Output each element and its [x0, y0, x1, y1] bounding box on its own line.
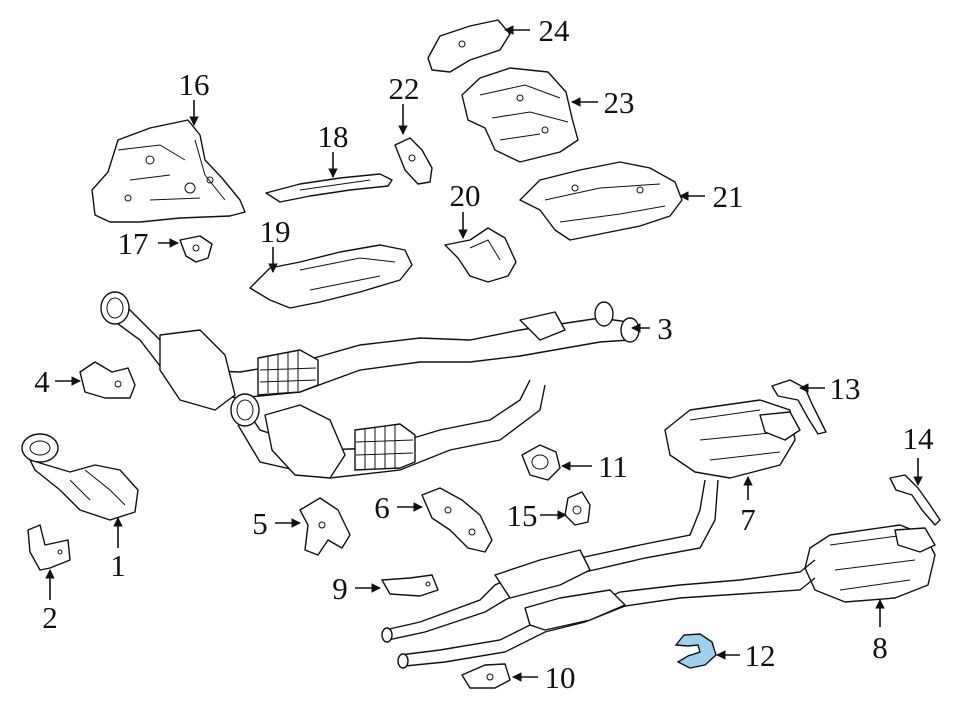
part-7-muffler[interactable]: [664, 399, 801, 479]
part-4-bracket[interactable]: [79, 361, 136, 399]
leader-lines: [45, 25, 923, 682]
rear-pipe-assembly[interactable]: [381, 479, 816, 669]
callout-2: 2: [42, 600, 58, 635]
callout-7: 7: [740, 502, 756, 537]
part-21-heat-shield[interactable]: [519, 161, 683, 241]
callout-22: 22: [389, 71, 420, 106]
part-14-hanger[interactable]: [889, 474, 941, 526]
callout-5: 5: [252, 506, 268, 541]
part-2-bracket[interactable]: [27, 524, 71, 571]
part-17-bracket[interactable]: [179, 235, 213, 263]
part-3-y-pipe[interactable]: [100, 291, 640, 479]
callout-24: 24: [539, 13, 571, 48]
callout-14: 14: [903, 421, 935, 456]
callout-15: 15: [507, 498, 538, 533]
callout-20: 20: [450, 178, 481, 213]
callout-6: 6: [374, 490, 390, 525]
part-22-bracket[interactable]: [394, 137, 433, 185]
callout-16: 16: [179, 67, 210, 102]
callout-12: 12: [745, 638, 776, 673]
callout-21: 21: [713, 179, 744, 214]
part-20-heat-shield[interactable]: [444, 227, 517, 283]
callout-1: 1: [110, 548, 126, 583]
part-23-heat-shield[interactable]: [461, 67, 579, 163]
callout-9: 9: [332, 571, 348, 606]
callout-19: 19: [260, 214, 291, 249]
part-15-rubber-mount[interactable]: [564, 491, 591, 526]
part-8-muffler[interactable]: [804, 524, 936, 603]
part-24-bracket[interactable]: [427, 19, 511, 73]
part-9-bracket[interactable]: [381, 574, 439, 597]
callout-13: 13: [830, 371, 861, 406]
part-6-bracket[interactable]: [421, 487, 493, 553]
callout-17: 17: [118, 226, 149, 261]
part-12-hanger[interactable]: [674, 633, 717, 669]
callout-10: 10: [545, 660, 576, 695]
part-19-heat-shield[interactable]: [249, 244, 413, 309]
part-5-bracket[interactable]: [299, 497, 351, 556]
callout-3: 3: [657, 311, 673, 346]
callout-4: 4: [34, 364, 50, 399]
part-10-hanger[interactable]: [461, 663, 511, 689]
callout-labels: 16 17 18 19 20 21 22 23 24 3 4 1 2 5 6 7…: [34, 13, 934, 695]
part-18-heat-shield[interactable]: [265, 173, 393, 203]
part-1-catalytic-converter[interactable]: [21, 433, 139, 521]
callout-18: 18: [318, 119, 349, 154]
callout-8: 8: [872, 630, 888, 665]
part-11-clamp[interactable]: [521, 444, 561, 481]
callout-11: 11: [598, 449, 628, 484]
part-16-heat-shield[interactable]: [91, 119, 246, 223]
callout-23: 23: [604, 85, 635, 120]
